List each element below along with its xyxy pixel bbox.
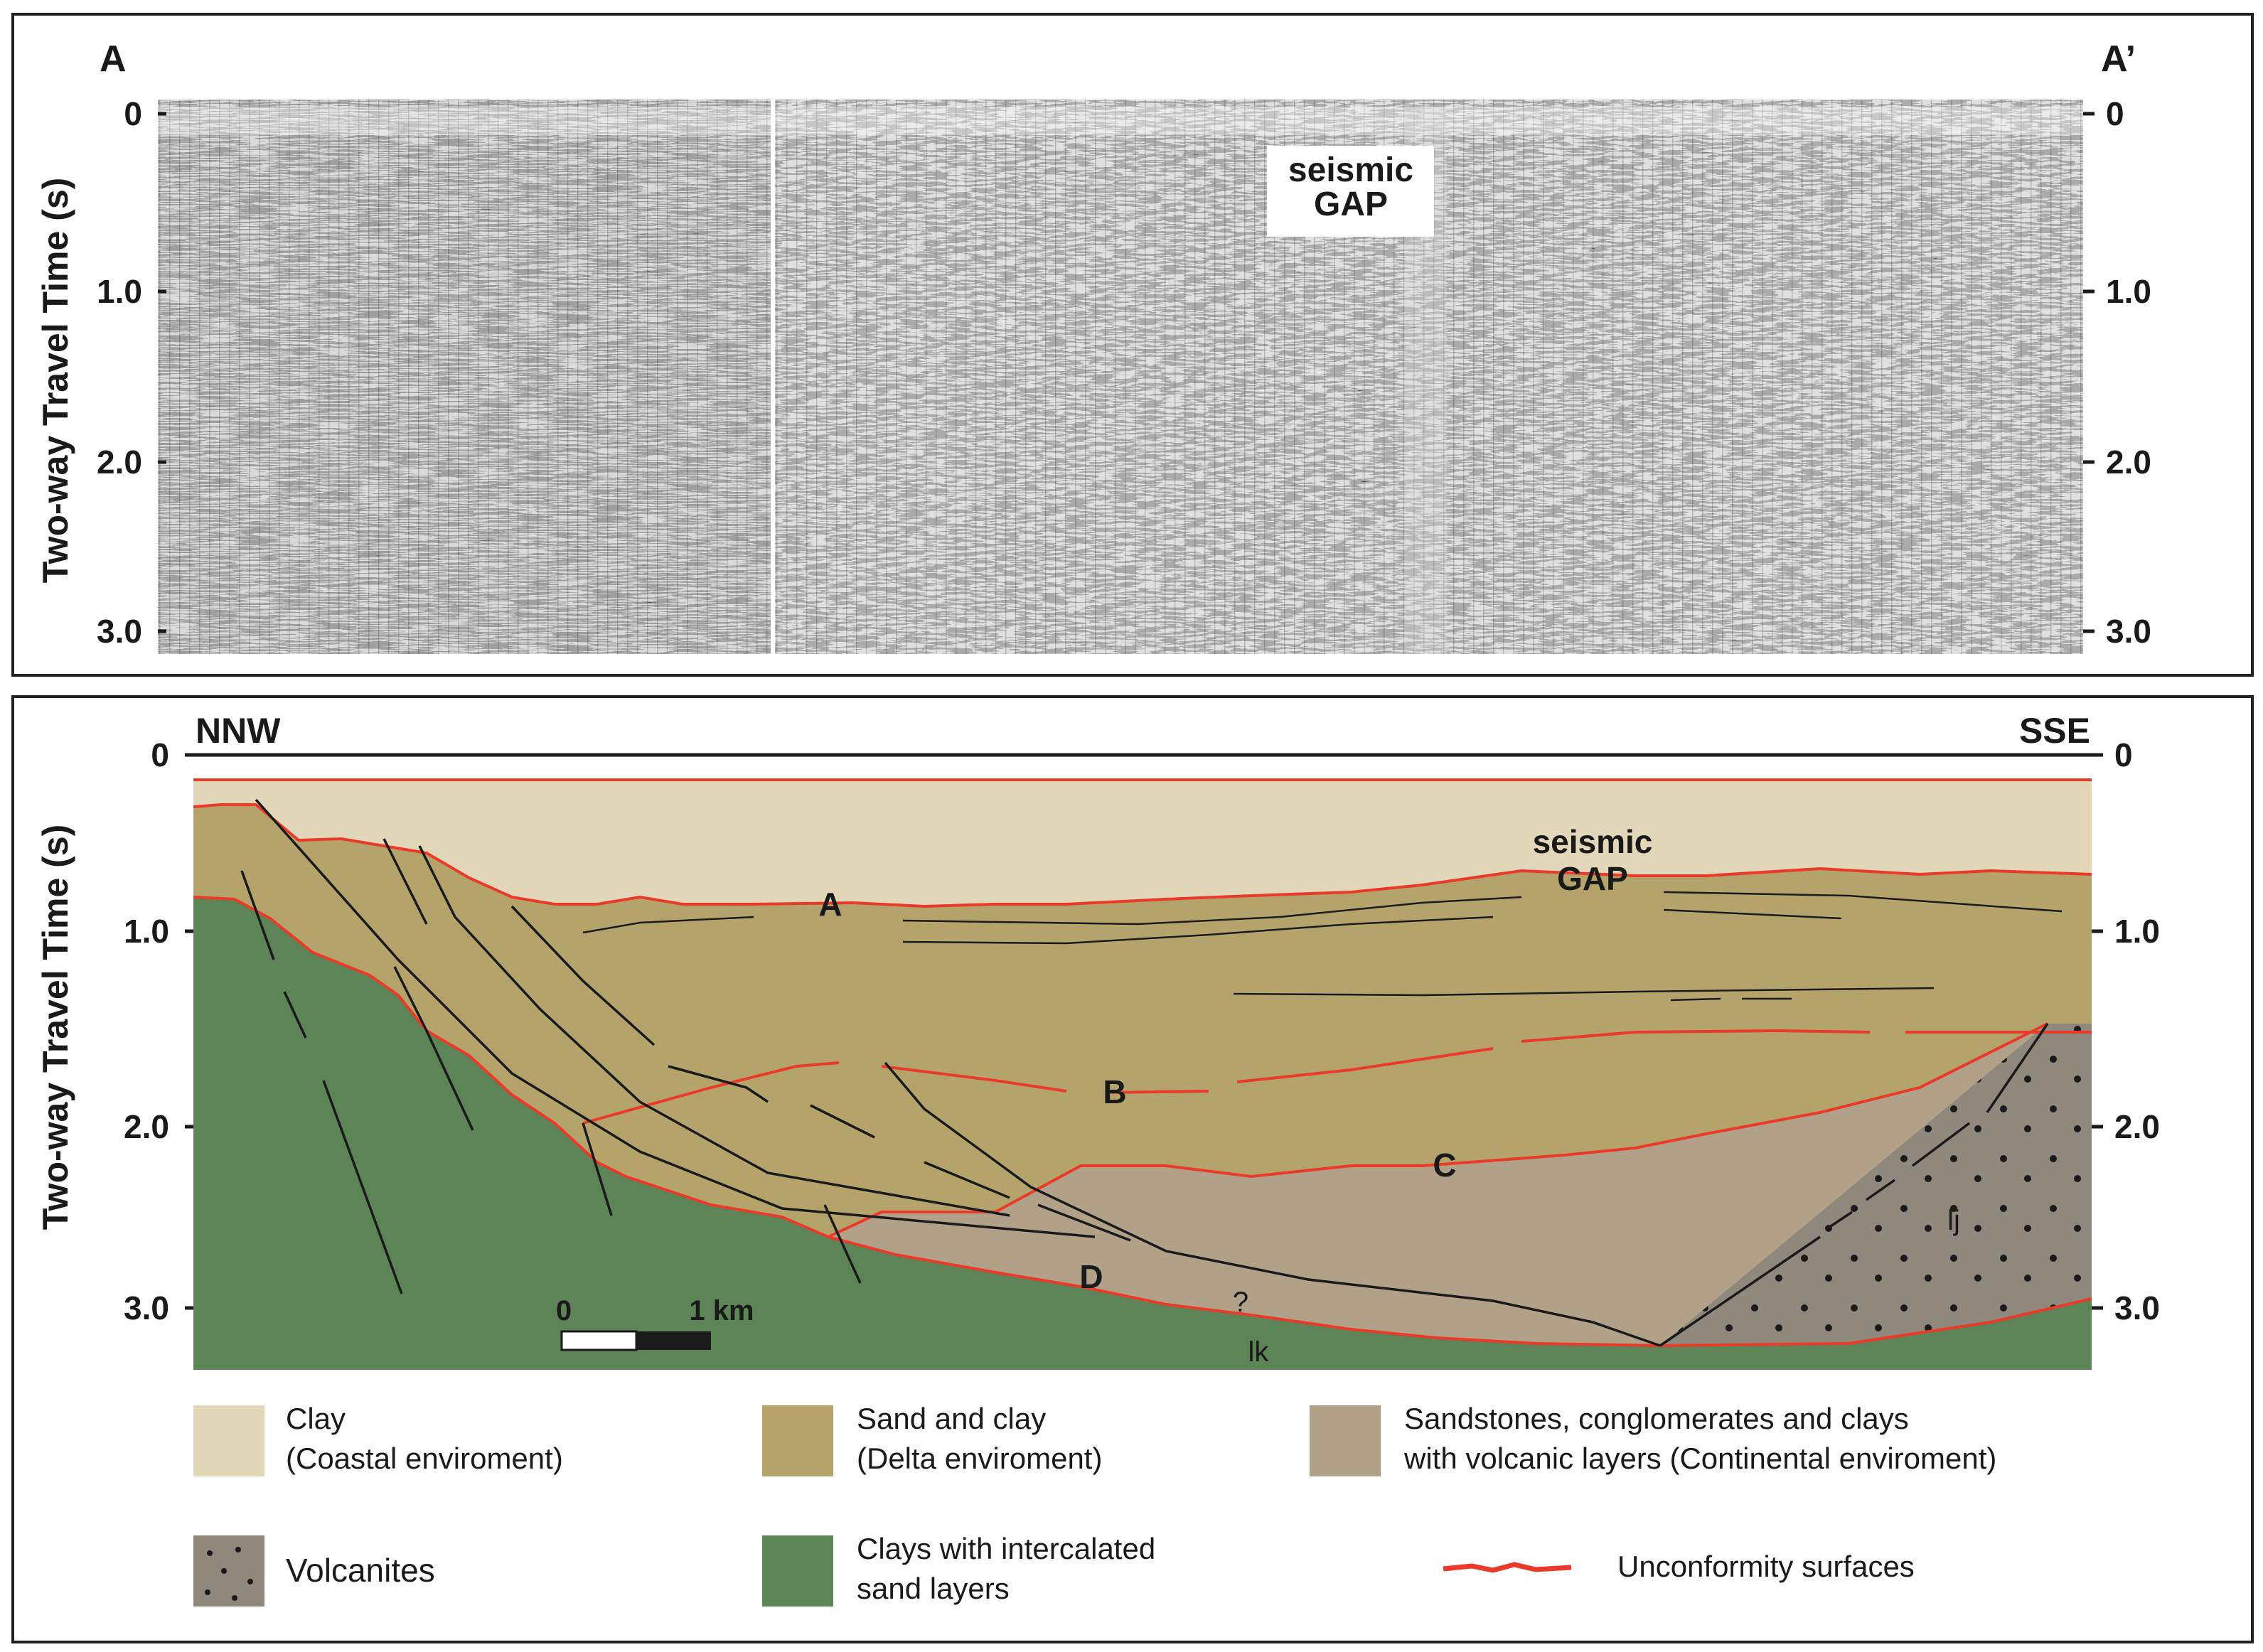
top-tick-label-left-3: 3.0 (97, 613, 142, 650)
bottom-gap-label-line2: GAP (1557, 860, 1628, 897)
internal-reflectors (582, 891, 2063, 1002)
horizon-label-b: B (1103, 1073, 1126, 1110)
unit-lj-label: lj (1947, 1205, 1960, 1236)
seismic-section (158, 100, 2083, 654)
bottom-gap-label-line1: seismic (1533, 823, 1653, 860)
legend-clay-line1: Clay (286, 1402, 346, 1435)
top-tick-label-left-0: 0 (124, 95, 142, 132)
bottom-tick-label-right-1: 1.0 (2114, 913, 2160, 950)
legend-swatch-sand-clay (762, 1405, 833, 1476)
legend-unconformity-label: Unconformity surfaces (1617, 1550, 1915, 1583)
legend-sandstones-line2: with volcanic layers (Continental enviro… (1403, 1442, 1996, 1475)
section-end-label: A’ (2101, 38, 2136, 80)
legend-sand-clay-line1: Sand and clay (857, 1402, 1046, 1435)
bottom-tick-label-left-3: 3.0 (124, 1289, 169, 1326)
bottom-tick-label-left-0: 0 (151, 736, 169, 773)
basement-clays-layer (193, 897, 2092, 1370)
cross-section (193, 753, 2092, 1370)
legend-clays-sand-line1: Clays with intercalated (857, 1532, 1155, 1565)
legend: Clay (Coastal enviroment) Sand and clay … (193, 1402, 1996, 1607)
top-y-axis-label: Two-way Travel Time (s) (36, 178, 75, 584)
legend-sandstones-line1: Sandstones, conglomerates and clays (1404, 1402, 1909, 1435)
uncertain-marker: ? (1233, 1287, 1248, 1318)
gap-label-box (1267, 146, 1434, 237)
scale-zero-label: 0 (556, 1295, 572, 1326)
horizon-label-d: D (1079, 1258, 1103, 1295)
top-tick-label-right-2: 2.0 (2106, 444, 2151, 481)
top-tick-label-left-2: 2.0 (97, 444, 142, 481)
legend-swatch-clay (193, 1405, 264, 1476)
horizon-label-a: A (818, 886, 842, 923)
legend-sand-clay-line2: (Delta enviroment) (857, 1442, 1102, 1475)
legend-swatch-clays-sand (762, 1535, 833, 1607)
section-end-direction: SSE (2019, 711, 2090, 751)
horizon-label-c: C (1433, 1147, 1456, 1184)
top-tick-label-right-1: 1.0 (2106, 273, 2151, 310)
top-panel-frame (11, 13, 2254, 677)
top-axis-ticks: 0 0 1.0 1.0 2.0 2.0 3.0 3.0 (97, 95, 2151, 650)
bottom-tick-label-right-0: 0 (2114, 736, 2133, 773)
bottom-tick-label-left-1: 1.0 (124, 913, 169, 950)
bottom-tick-label-right-2: 2.0 (2114, 1108, 2160, 1145)
bottom-y-axis-label: Two-way Travel Time (s) (36, 825, 75, 1230)
bottom-axis-ticks: 0 0 1.0 1.0 2.0 2.0 3.0 3.0 (124, 736, 2160, 1326)
fault-lines (240, 798, 2049, 1347)
volcanites-dots (1660, 1024, 2092, 1346)
scale-end-label: 1 km (689, 1295, 754, 1326)
legend-clay-line2: (Coastal enviroment) (286, 1442, 563, 1475)
legend-swatch-volcanites (193, 1535, 264, 1607)
unit-lk-label: lk (1248, 1336, 1270, 1368)
section-start-direction: NNW (196, 711, 281, 751)
legend-swatch-sandstones (1310, 1405, 1381, 1476)
legend-clays-sand-line2: sand layers (857, 1572, 1010, 1605)
top-tick-label-right-3: 3.0 (2106, 613, 2151, 650)
bottom-tick-label-left-2: 2.0 (124, 1108, 169, 1145)
gap-label-line1: seismic (1288, 151, 1413, 189)
top-tick-label-right-0: 0 (2106, 95, 2124, 132)
bottom-panel-frame (11, 695, 2254, 1643)
legend-volcanites-label: Volcanites (286, 1552, 435, 1589)
section-start-label: A (100, 38, 127, 80)
scale-bar (560, 1330, 711, 1351)
unconformity-lines (193, 778, 2092, 1348)
gap-label-line2: GAP (1314, 186, 1388, 223)
legend-unconformity-line (1443, 1562, 1572, 1573)
top-tick-label-left-1: 1.0 (97, 273, 142, 310)
bottom-tick-label-right-3: 3.0 (2114, 1289, 2160, 1326)
